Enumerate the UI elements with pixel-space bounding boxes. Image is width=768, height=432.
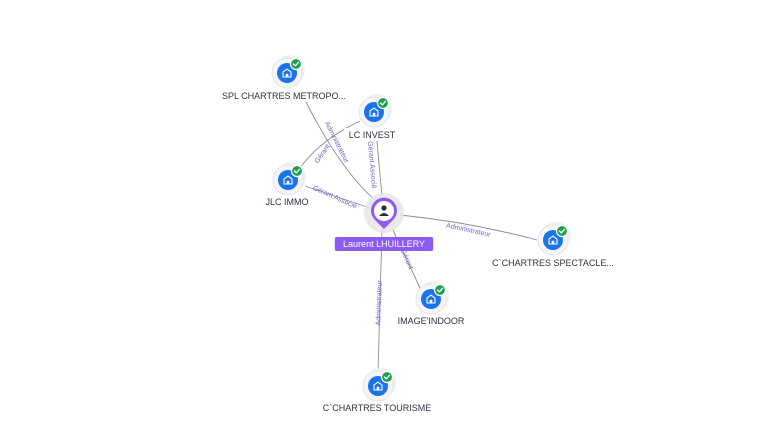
- edge-line: [304, 185, 371, 209]
- company-label: LC INVEST: [344, 128, 400, 141]
- check-icon: [433, 283, 447, 297]
- company-node-tourisme[interactable]: C`CHARTRES TOURISME: [323, 368, 432, 414]
- relation-edge-lcinvest: Gérant Associé: [366, 129, 383, 198]
- relation-label: Gérant: [314, 143, 332, 165]
- relation-edge-tourisme: Administrateur: [375, 229, 384, 373]
- edge-line: [375, 129, 383, 198]
- relation-label: Gérant Associé: [366, 141, 377, 189]
- user-icon: [379, 205, 389, 216]
- nodes-layer: SPL CHARTRES METROPO... LC INVEST JLC IMMO…: [220, 55, 617, 414]
- company-label-bg: [220, 89, 348, 102]
- relation-edge-spectacle: Administrateur: [399, 214, 538, 241]
- edge-line: [299, 89, 376, 201]
- company-building-icon: [373, 381, 383, 391]
- check-icon: [555, 224, 569, 238]
- edge-line: [299, 120, 361, 169]
- company-label: IMAGE'INDOOR: [395, 314, 467, 327]
- company-name: C`CHARTRES TOURISME: [323, 403, 432, 413]
- company-label: C`CHARTRES TOURISME: [323, 401, 432, 414]
- company-building-icon: [282, 68, 292, 78]
- company-label: SPL CHARTRES METROPO...: [220, 89, 348, 102]
- relation-label: Gérant: [399, 248, 414, 270]
- company-building-icon: [283, 175, 293, 185]
- company-label-bg: [489, 256, 617, 269]
- edge-line: [377, 229, 383, 373]
- company-label-bg: [323, 401, 431, 414]
- person-name: Laurent LHUILLERY: [343, 239, 425, 249]
- relation-label: Gérant Associé: [312, 185, 358, 211]
- company-label: JLC IMMO: [261, 195, 313, 208]
- person-label-bg: [334, 237, 434, 251]
- person-node[interactable]: Laurent LHUILLERY: [334, 193, 434, 251]
- company-label-bg: [344, 128, 400, 141]
- company-building-icon: [548, 235, 558, 245]
- relation-label: Administrateur: [323, 121, 350, 165]
- check-icon: [380, 370, 394, 384]
- company-node-lcinvest[interactable]: LC INVEST: [344, 94, 400, 141]
- relation-edge-jlc: Gérant Associé: [304, 185, 371, 211]
- person-pin-inner: [374, 201, 394, 221]
- company-building-icon: [369, 107, 379, 117]
- company-node-indoor[interactable]: IMAGE'INDOOR: [395, 281, 467, 327]
- company-building-icon: [426, 294, 436, 304]
- relation-label: Administrateur: [375, 280, 384, 326]
- company-label-bg: [261, 195, 313, 208]
- company-name: LC INVEST: [349, 130, 396, 140]
- company-node-spl[interactable]: SPL CHARTRES METROPO...: [220, 55, 348, 102]
- edge-line: [399, 214, 538, 241]
- company-name: SPL CHARTRES METROPO...: [222, 91, 346, 101]
- company-node-jlc[interactable]: JLC IMMO: [261, 162, 313, 208]
- company-name: IMAGE'INDOOR: [398, 316, 465, 326]
- company-label: C`CHARTRES SPECTACLE...: [489, 256, 617, 269]
- check-icon: [290, 164, 304, 178]
- check-icon: [376, 96, 390, 110]
- check-icon: [289, 57, 303, 71]
- company-name: C`CHARTRES SPECTACLE...: [492, 258, 614, 268]
- company-name: JLC IMMO: [265, 197, 308, 207]
- company-node-spectacle[interactable]: C`CHARTRES SPECTACLE...: [489, 222, 617, 269]
- company-label-bg: [395, 314, 467, 327]
